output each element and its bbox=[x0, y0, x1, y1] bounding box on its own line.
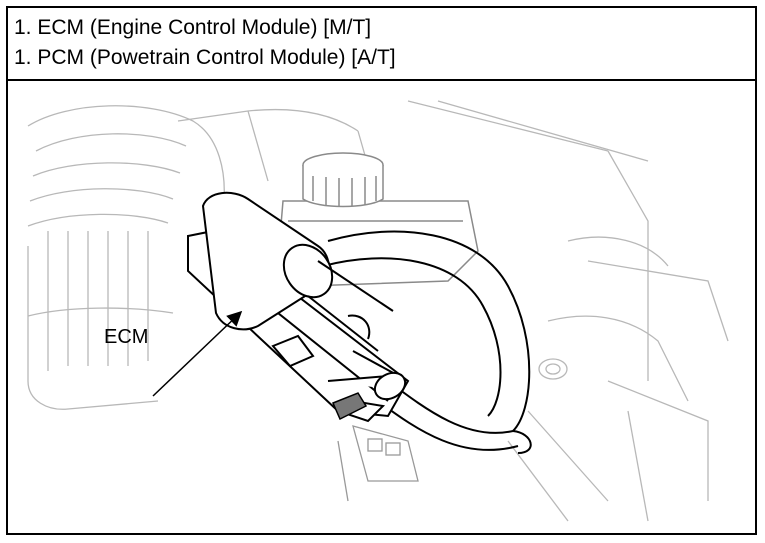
ecm-callout-arrow bbox=[152, 310, 243, 397]
figure-frame: 1. ECM (Engine Control Module) [M/T] 1. … bbox=[6, 6, 757, 535]
air-intake-duct bbox=[27, 105, 379, 410]
caption-line-ecm: 1. ECM (Engine Control Module) [M/T] bbox=[14, 16, 372, 39]
connector-latch bbox=[332, 392, 368, 421]
ecm-callout-label: ECM bbox=[104, 326, 149, 348]
engine-components-right bbox=[407, 100, 729, 522]
mounting-bracket bbox=[337, 425, 419, 502]
engine-bay-drawing bbox=[27, 100, 729, 522]
caption-line-pcm: 1. PCM (Powetrain Control Module) [A/T] bbox=[14, 46, 396, 69]
engine-bay-illustration bbox=[8, 81, 755, 533]
caption-header: 1. ECM (Engine Control Module) [M/T] 1. … bbox=[8, 8, 755, 81]
ecm-connector bbox=[201, 191, 409, 401]
